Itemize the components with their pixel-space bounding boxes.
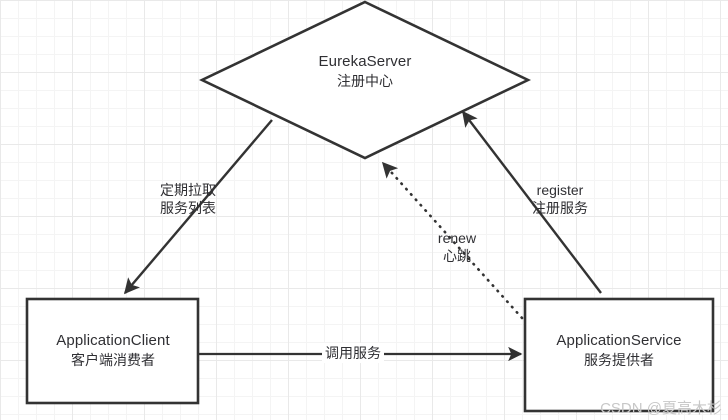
edge-register-service[interactable] <box>462 110 602 294</box>
eureka-server-diamond[interactable] <box>198 0 532 160</box>
application-service-box[interactable] <box>523 297 715 413</box>
edge-renew-heartbeat[interactable] <box>381 161 524 320</box>
edge-pull-services[interactable] <box>123 119 273 295</box>
application-client-box[interactable] <box>25 297 200 405</box>
